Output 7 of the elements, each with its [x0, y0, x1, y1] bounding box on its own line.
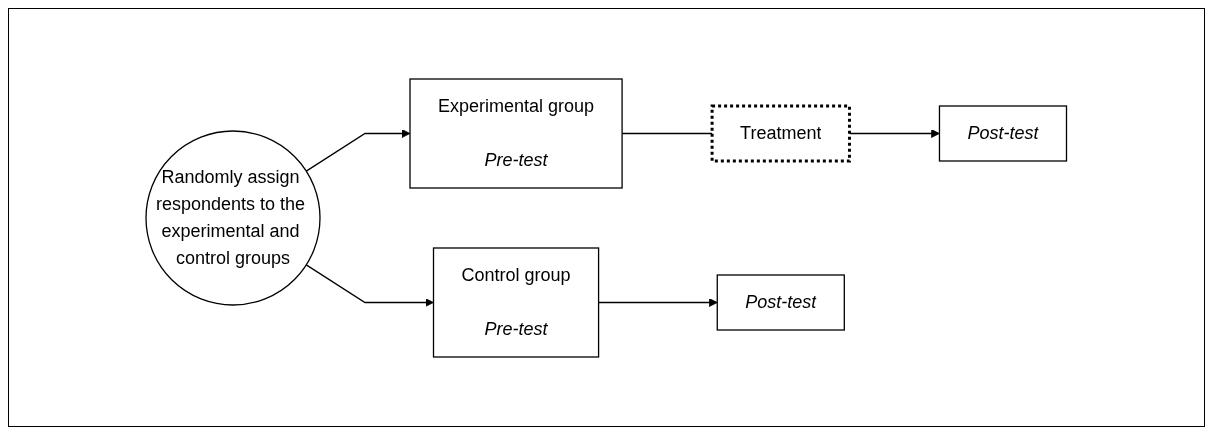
node-circle: Randomly assign respondents to the experimental and control groups [145, 129, 321, 306]
arrow [598, 297, 718, 307]
node-box: Control group Pre-test [433, 246, 600, 358]
node-box: Experimental group Pre-test [409, 77, 623, 189]
node-box: Post-test [939, 104, 1068, 162]
node-box: Post-test [716, 273, 846, 331]
node-box: Treatment [710, 104, 852, 162]
